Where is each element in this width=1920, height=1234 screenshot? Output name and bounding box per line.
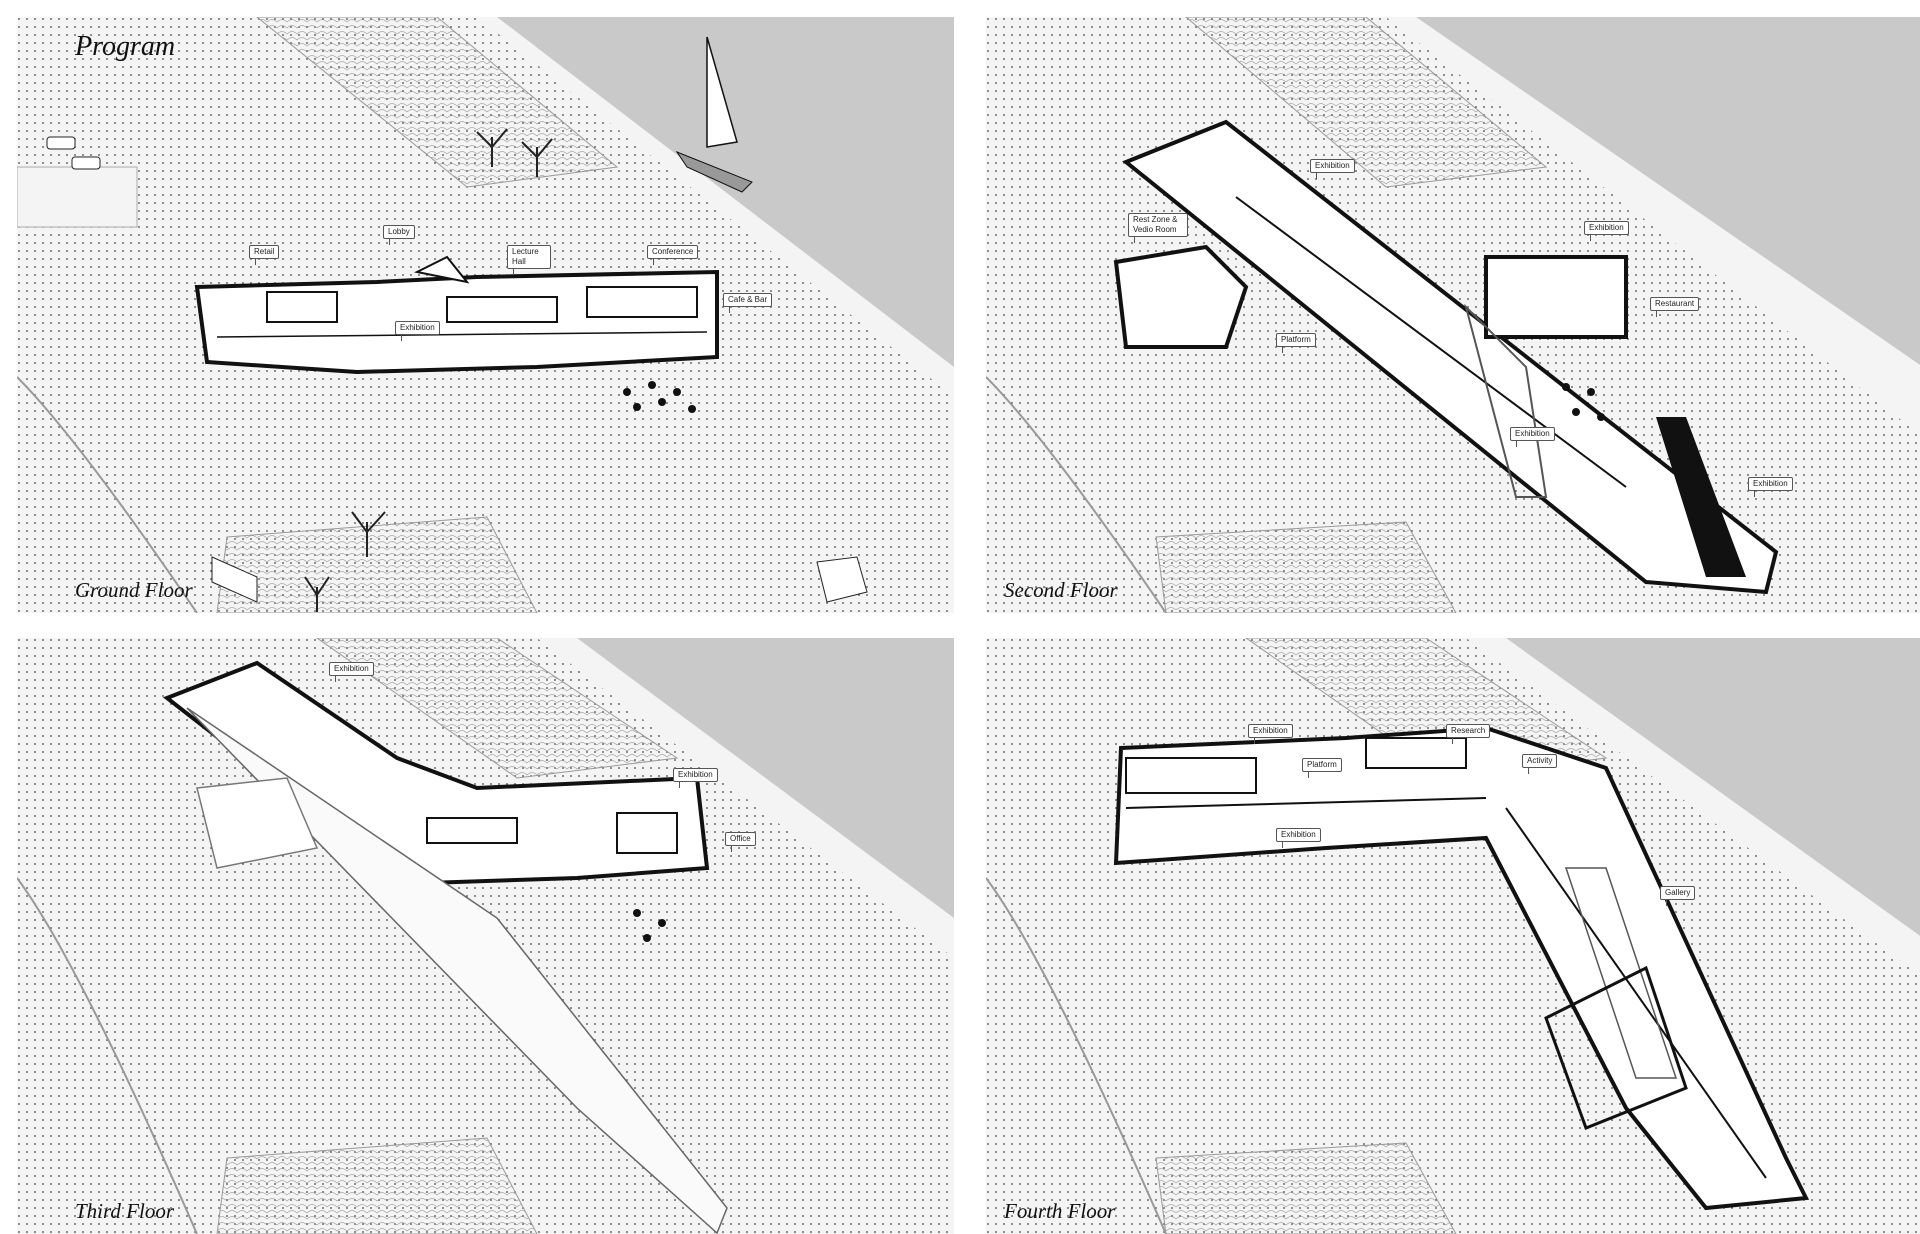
- fourth-floor-drawing: [986, 638, 1920, 1234]
- floor-title: Fourth Floor: [1004, 1199, 1116, 1223]
- landscape-bed: [1155, 1142, 1457, 1234]
- third-floor-drawing: [17, 638, 954, 1234]
- label-activity: Activity: [1522, 754, 1558, 774]
- second-floor-panel: Exhibition Rest Zone & Vedio Room Exhibi…: [986, 17, 1920, 613]
- second-floor-drawing: [986, 17, 1920, 613]
- label-platform: Platform: [1276, 333, 1316, 353]
- cafe-seating: [623, 381, 696, 413]
- road-edge: [986, 376, 1167, 613]
- label-lecture-hall: Lecture Hall: [507, 245, 551, 275]
- floor-title: Third Floor: [75, 1199, 174, 1223]
- truck-icon: [211, 556, 258, 603]
- landscape-bed: [216, 516, 538, 613]
- restaurant-seating: [1562, 383, 1605, 421]
- label-retail: Retail: [249, 245, 280, 265]
- road-edge: [986, 877, 1167, 1234]
- building-plan: [1113, 119, 1779, 595]
- water-area: [1416, 17, 1920, 365]
- water-area: [577, 638, 954, 918]
- label-exhibition-1: Exhibition: [329, 662, 374, 682]
- building-plan: [194, 255, 719, 375]
- label-conference: Conference: [647, 245, 699, 265]
- road-edge: [17, 877, 198, 1234]
- label-exhibition-2: Exhibition: [1584, 221, 1629, 241]
- terrace-seating: [633, 909, 666, 942]
- road: [17, 166, 138, 228]
- stair-entrance: [816, 556, 868, 603]
- floor-title: Ground Floor: [75, 578, 193, 602]
- label-rest-zone: Rest Zone & Vedio Room: [1128, 213, 1188, 243]
- landscape-bed: [256, 17, 619, 188]
- road-edge: [17, 376, 198, 613]
- label-office: Office: [725, 832, 756, 852]
- label-exhibition-1: Exhibition: [1310, 159, 1355, 179]
- label-cafe-bar: Cafe & Bar: [723, 293, 773, 313]
- landscape-bed: [316, 638, 679, 779]
- label-research: Research: [1446, 724, 1491, 744]
- label-exhibition-4: Exhibition: [1748, 477, 1793, 497]
- landscape-bed: [1155, 521, 1457, 613]
- landscape-bed: [1185, 17, 1548, 188]
- fourth-floor-panel: Exhibition Research Platform Activity Ex…: [986, 638, 1920, 1234]
- label-exhibition-2: Exhibition: [1276, 828, 1321, 848]
- label-exhibition-3: Exhibition: [1510, 427, 1555, 447]
- sailboat-icon: [675, 36, 753, 193]
- label-gallery: Gallery: [1660, 886, 1696, 906]
- car-icon: [46, 136, 101, 170]
- tree-icon: [304, 128, 553, 612]
- label-lobby: Lobby: [383, 225, 415, 245]
- water-area: [497, 17, 954, 367]
- label-exhibition-1: Exhibition: [1248, 724, 1293, 744]
- label-platform: Platform: [1302, 758, 1342, 778]
- landscape-bed: [216, 1137, 538, 1234]
- label-exhibition-2: Exhibition: [673, 768, 718, 788]
- floor-title: Second Floor: [1004, 578, 1118, 602]
- ground-floor-drawing: [17, 17, 954, 613]
- label-exhibition: Exhibition: [395, 321, 440, 341]
- program-title: Program: [75, 31, 176, 62]
- third-floor-panel: Exhibition Exhibition Office Third Floor: [17, 638, 954, 1234]
- label-restaurant: Restaurant: [1650, 297, 1700, 317]
- ground-floor-panel: Program Retail Lobby Lecture Hall Confer…: [17, 17, 954, 613]
- building-plan: [162, 660, 728, 1234]
